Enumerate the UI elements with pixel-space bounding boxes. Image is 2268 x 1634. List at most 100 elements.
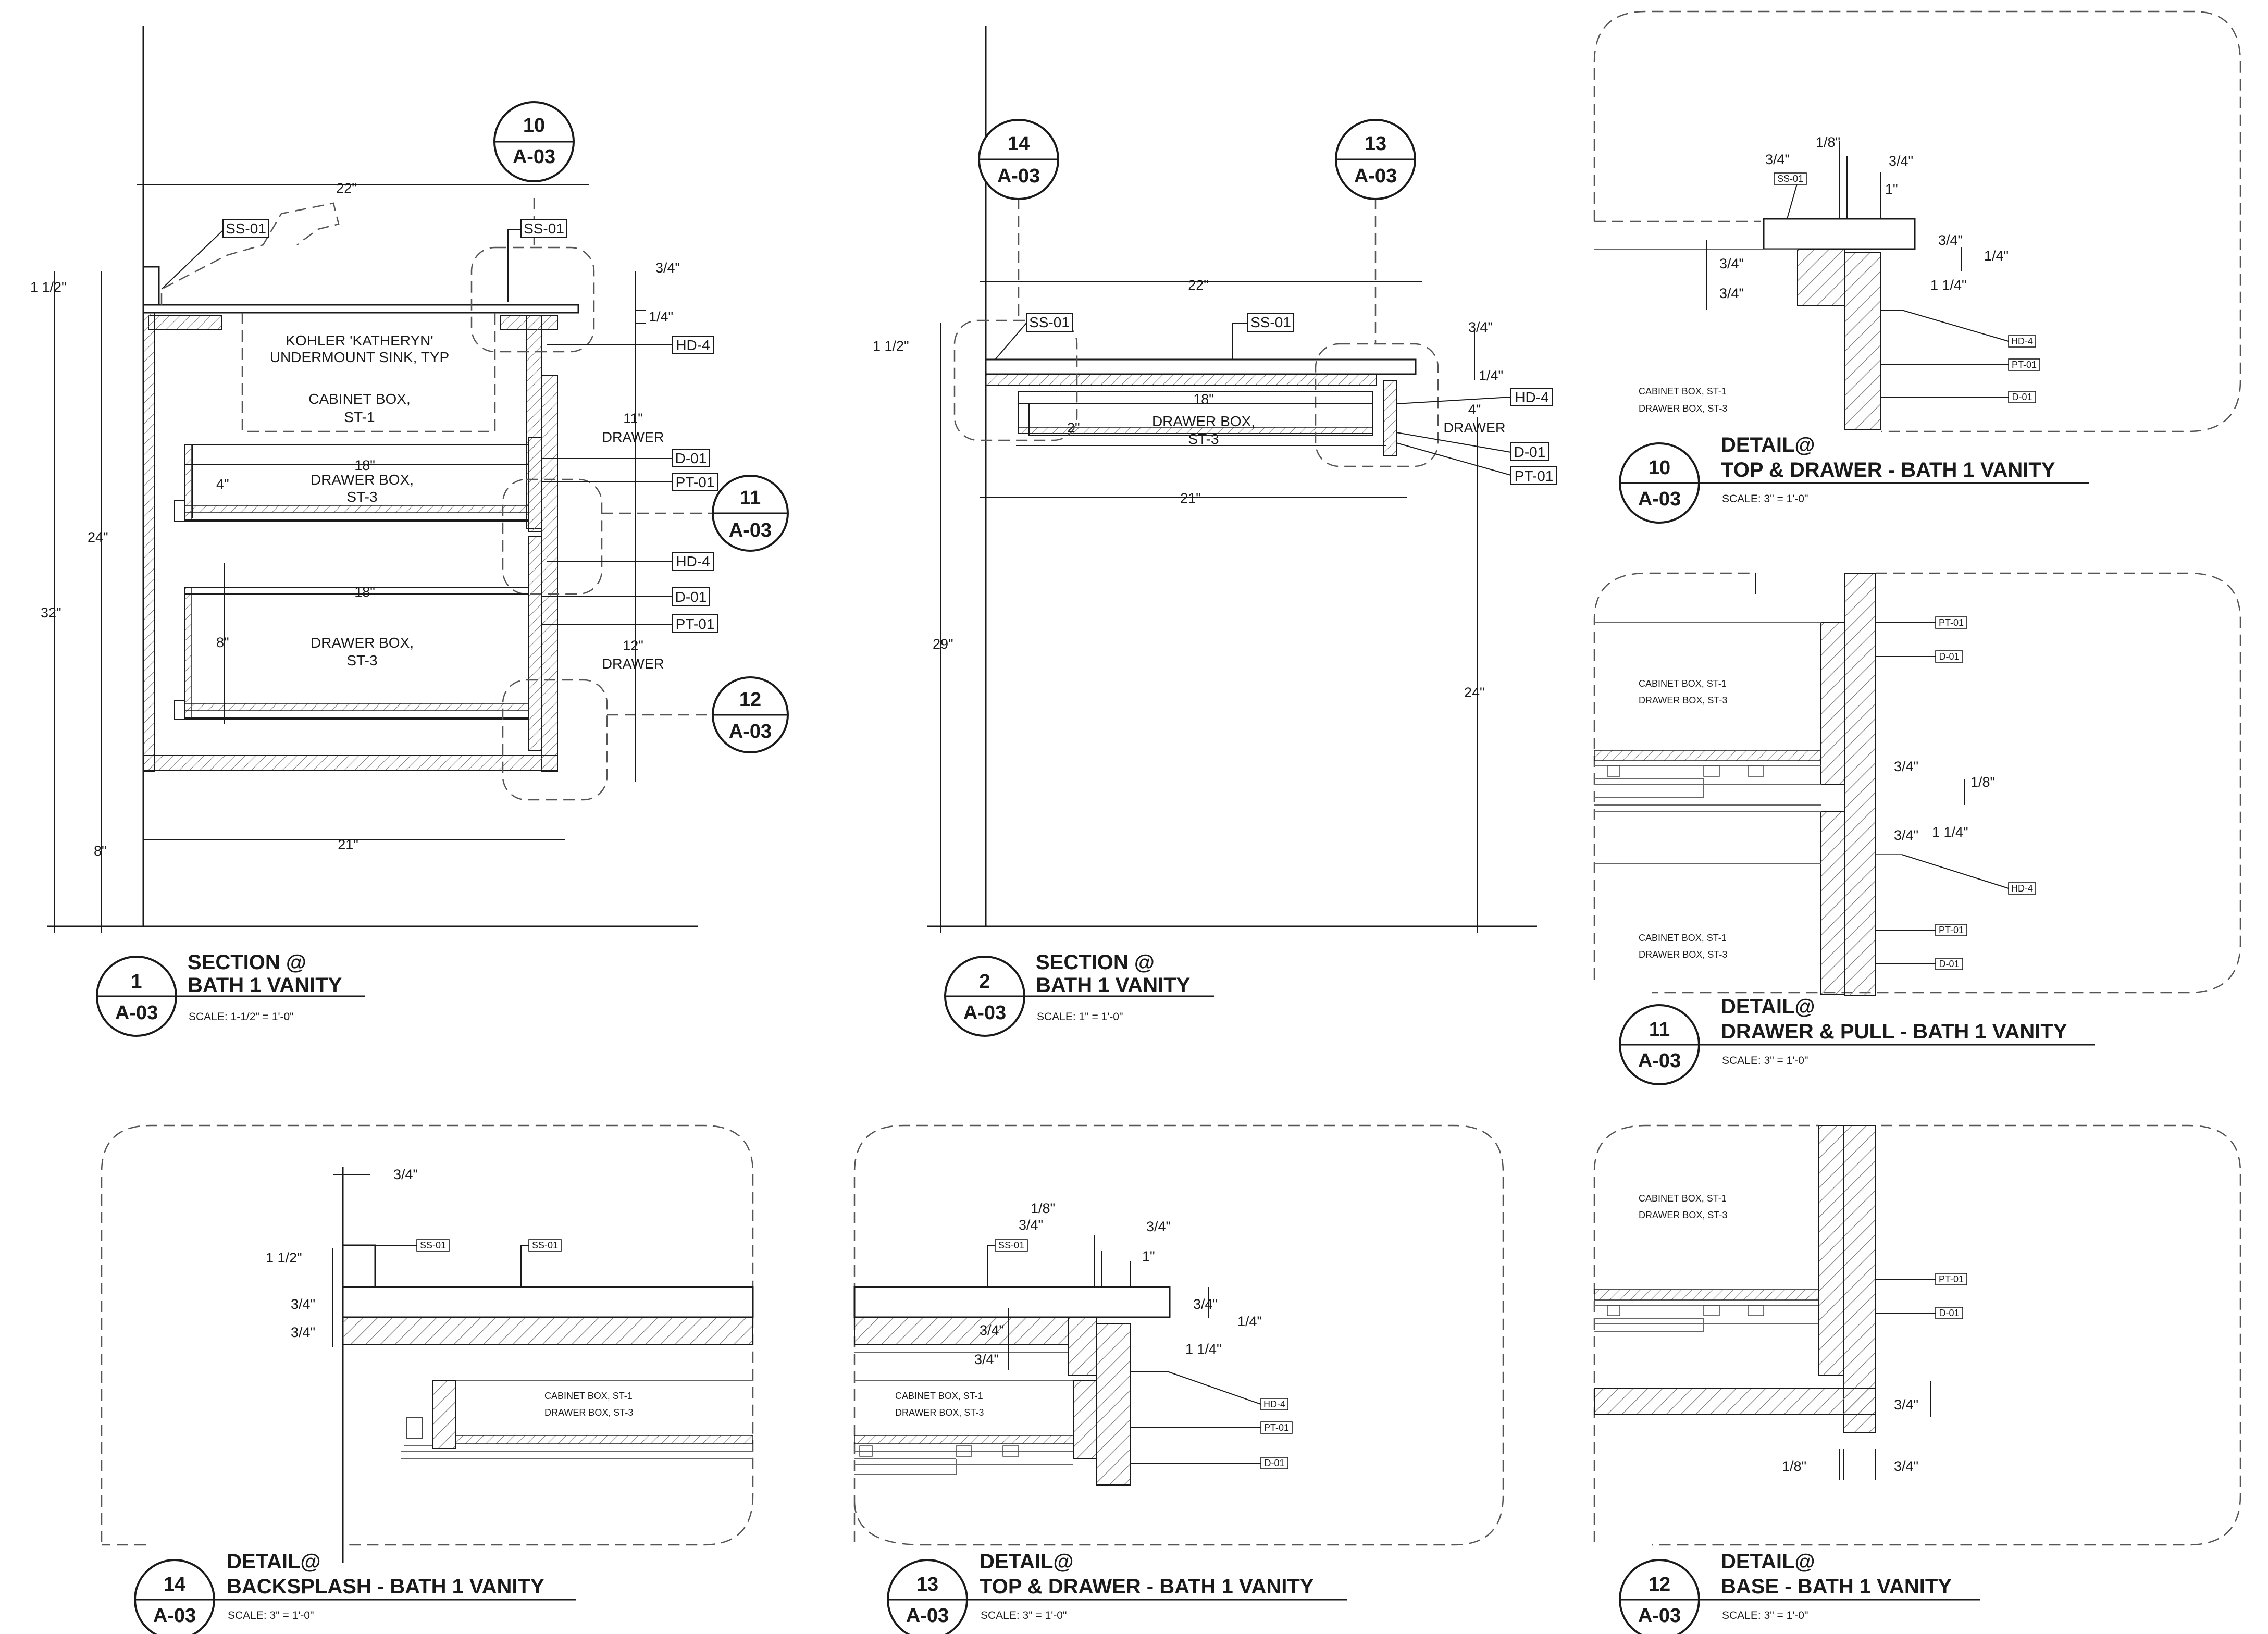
dim-18-v1a: 18" [354,457,375,473]
dim-3-4-d11a: 3/4" [1894,759,1918,774]
svg-text:HD-4: HD-4 [2011,883,2033,894]
tag-pt01-v1b: PT-01 [672,614,718,633]
tag-hd4-v1a: HD-4 [672,336,714,354]
dim-8-v1b: 8" [216,635,229,650]
view-ref-12: A-03 [1638,1605,1681,1627]
tag-ss01-v2b: SS-01 [1247,313,1294,332]
detail-12-drawing [1593,1124,2241,1546]
dim-3-4-d13c: 3/4" [1193,1296,1218,1312]
svg-text:D-01: D-01 [1939,651,1959,662]
callout-10-v1[interactable]: 10 A-03 [493,101,575,182]
callout-13-v2[interactable]: 13 A-03 [1335,119,1416,200]
tag-ss01-d13: SS-01 [995,1239,1028,1252]
dim-3-4-d14b: 3/4" [291,1296,315,1312]
view-title-10-line1: DETAIL@ [1721,434,1815,456]
cab-note-d10: CABINET BOX, ST-1 [1639,386,1727,397]
tag-d01-d12: D-01 [1935,1307,1963,1319]
view-ref-13: A-03 [906,1605,949,1627]
drawer-box-label-v2a: DRAWER BOX, [1152,413,1255,429]
view-title-10: 10 A-03 DETAIL@ TOP & DRAWER - BATH 1 VA… [1619,434,2089,524]
dim-2-v2: 2" [1067,420,1080,436]
view-scale-13: SCALE: 3" = 1'-0" [981,1610,1067,1621]
drw-note-d11b: DRAWER BOX, ST-3 [1639,949,1727,960]
callout-11-v1[interactable]: 11 A-03 [712,475,789,552]
svg-text:HD-4: HD-4 [2011,336,2033,346]
tag-pt01-v2: PT-01 [1510,466,1557,485]
svg-text:PT-01: PT-01 [676,616,715,632]
detail-10-drawing [1593,10,2241,432]
drawer-label-v1a: DRAWER [602,429,664,445]
cab-note-d13: CABINET BOX, ST-1 [895,1391,983,1401]
dim-3-4-d12b: 3/4" [1894,1458,1918,1474]
svg-text:A-03: A-03 [1354,165,1397,187]
callout-14-v2[interactable]: 14 A-03 [978,119,1059,200]
view-num-14: 14 [164,1574,185,1595]
view-title-11: 11 A-03 DETAIL@ DRAWER & PULL - BATH 1 V… [1619,995,2095,1085]
svg-text:D-01: D-01 [1264,1458,1284,1468]
svg-text:SS-01: SS-01 [226,220,266,237]
view-title-12: 12 A-03 DETAIL@ BASE - BATH 1 VANITY SCA… [1619,1550,1980,1634]
dim-24-v1: 24" [88,529,108,545]
sink-note-line2: UNDERMOUNT SINK, TYP [270,349,449,365]
view-title-11-line1: DETAIL@ [1721,995,1815,1018]
svg-text:PT-01: PT-01 [1939,617,1964,628]
tag-d01-d10: D-01 [2008,391,2036,403]
view-title-12-line2: BASE - BATH 1 VANITY [1721,1575,1952,1598]
dim-3-4-d10c: 3/4" [1938,232,1963,248]
view-title-12-line1: DETAIL@ [1721,1550,1815,1573]
cab-note-d14: CABINET BOX, ST-1 [544,1391,633,1401]
dim-18-v2: 18" [1193,391,1214,407]
dim-3-4-d13e: 3/4" [974,1352,999,1367]
drawer-label-v2: DRAWER [1444,420,1506,436]
view-title-2-line2: BATH 1 VANITY [1036,974,1191,997]
tag-pt01-v1a: PT-01 [672,473,718,491]
view-title-2-line1: SECTION @ [1036,951,1155,974]
dim-1-8-d10: 1/8" [1816,134,1840,150]
drw-note-d11a: DRAWER BOX, ST-3 [1639,695,1727,705]
view-scale-2: SCALE: 1" = 1'-0" [1037,1011,1123,1023]
dim-3-4-d12a: 3/4" [1894,1397,1918,1413]
svg-text:SS-01: SS-01 [1029,314,1070,330]
detail-14-drawing [101,1124,754,1563]
svg-text:A-03: A-03 [513,146,555,168]
svg-text:PT-01: PT-01 [1939,925,1964,935]
tag-d01-v1a: D-01 [672,449,710,467]
view-scale-14: SCALE: 3" = 1'-0" [228,1610,314,1621]
view-ref-10: A-03 [1638,488,1681,510]
dim-3-4-v2: 3/4" [1468,319,1493,335]
dim-1-4-v1: 1/4" [649,309,673,325]
svg-text:D-01: D-01 [1939,959,1959,969]
sink-note-line1: KOHLER 'KATHERYN' [286,332,433,349]
dim-32-v1: 32" [41,605,61,621]
tag-hd4-v2: HD-4 [1510,388,1553,406]
svg-text:SS-01: SS-01 [1250,314,1291,330]
svg-text:13: 13 [1365,133,1386,155]
drawer-label-v1b: DRAWER [602,656,664,672]
drawer-box-label-b1: DRAWER BOX, [311,635,414,651]
dim-4-v1: 4" [216,476,229,492]
view-title-1-line1: SECTION @ [188,951,306,974]
callout-12-v1[interactable]: 12 A-03 [712,676,789,753]
dim-1-1-2-d14: 1 1/2" [266,1250,302,1266]
svg-text:SS-01: SS-01 [1777,174,1803,184]
dim-1-1-4-d13: 1 1/4" [1185,1341,1222,1357]
dim-24-v2: 24" [1464,685,1485,700]
svg-text:PT-01: PT-01 [676,474,715,490]
svg-text:D-01: D-01 [1939,1308,1959,1318]
dim-21-v1: 21" [338,837,358,852]
section-1-drawing [47,26,714,933]
view-title-13: 13 A-03 DETAIL@ TOP & DRAWER - BATH 1 VA… [887,1550,1347,1634]
drawer-box-label-b2: ST-3 [346,652,377,669]
tag-pt01-d10: PT-01 [2008,358,2040,371]
dim-3-4-v1: 3/4" [655,260,680,276]
view-scale-12: SCALE: 3" = 1'-0" [1722,1610,1808,1621]
view-title-2: 2 A-03 SECTION @ BATH 1 VANITY SCALE: 1"… [944,951,1214,1037]
view-title-14-line2: BACKSPLASH - BATH 1 VANITY [227,1575,544,1598]
tag-ss01-v1a: SS-01 [222,219,269,238]
svg-text:A-03: A-03 [729,519,772,541]
svg-text:11: 11 [740,487,761,509]
dim-1-1-2-v2: 1 1/2" [873,338,909,354]
dim-4-v2: 4" [1468,402,1481,417]
tag-d01-d11b: D-01 [1935,958,1963,970]
drw-note-d10: DRAWER BOX, ST-3 [1639,403,1727,414]
